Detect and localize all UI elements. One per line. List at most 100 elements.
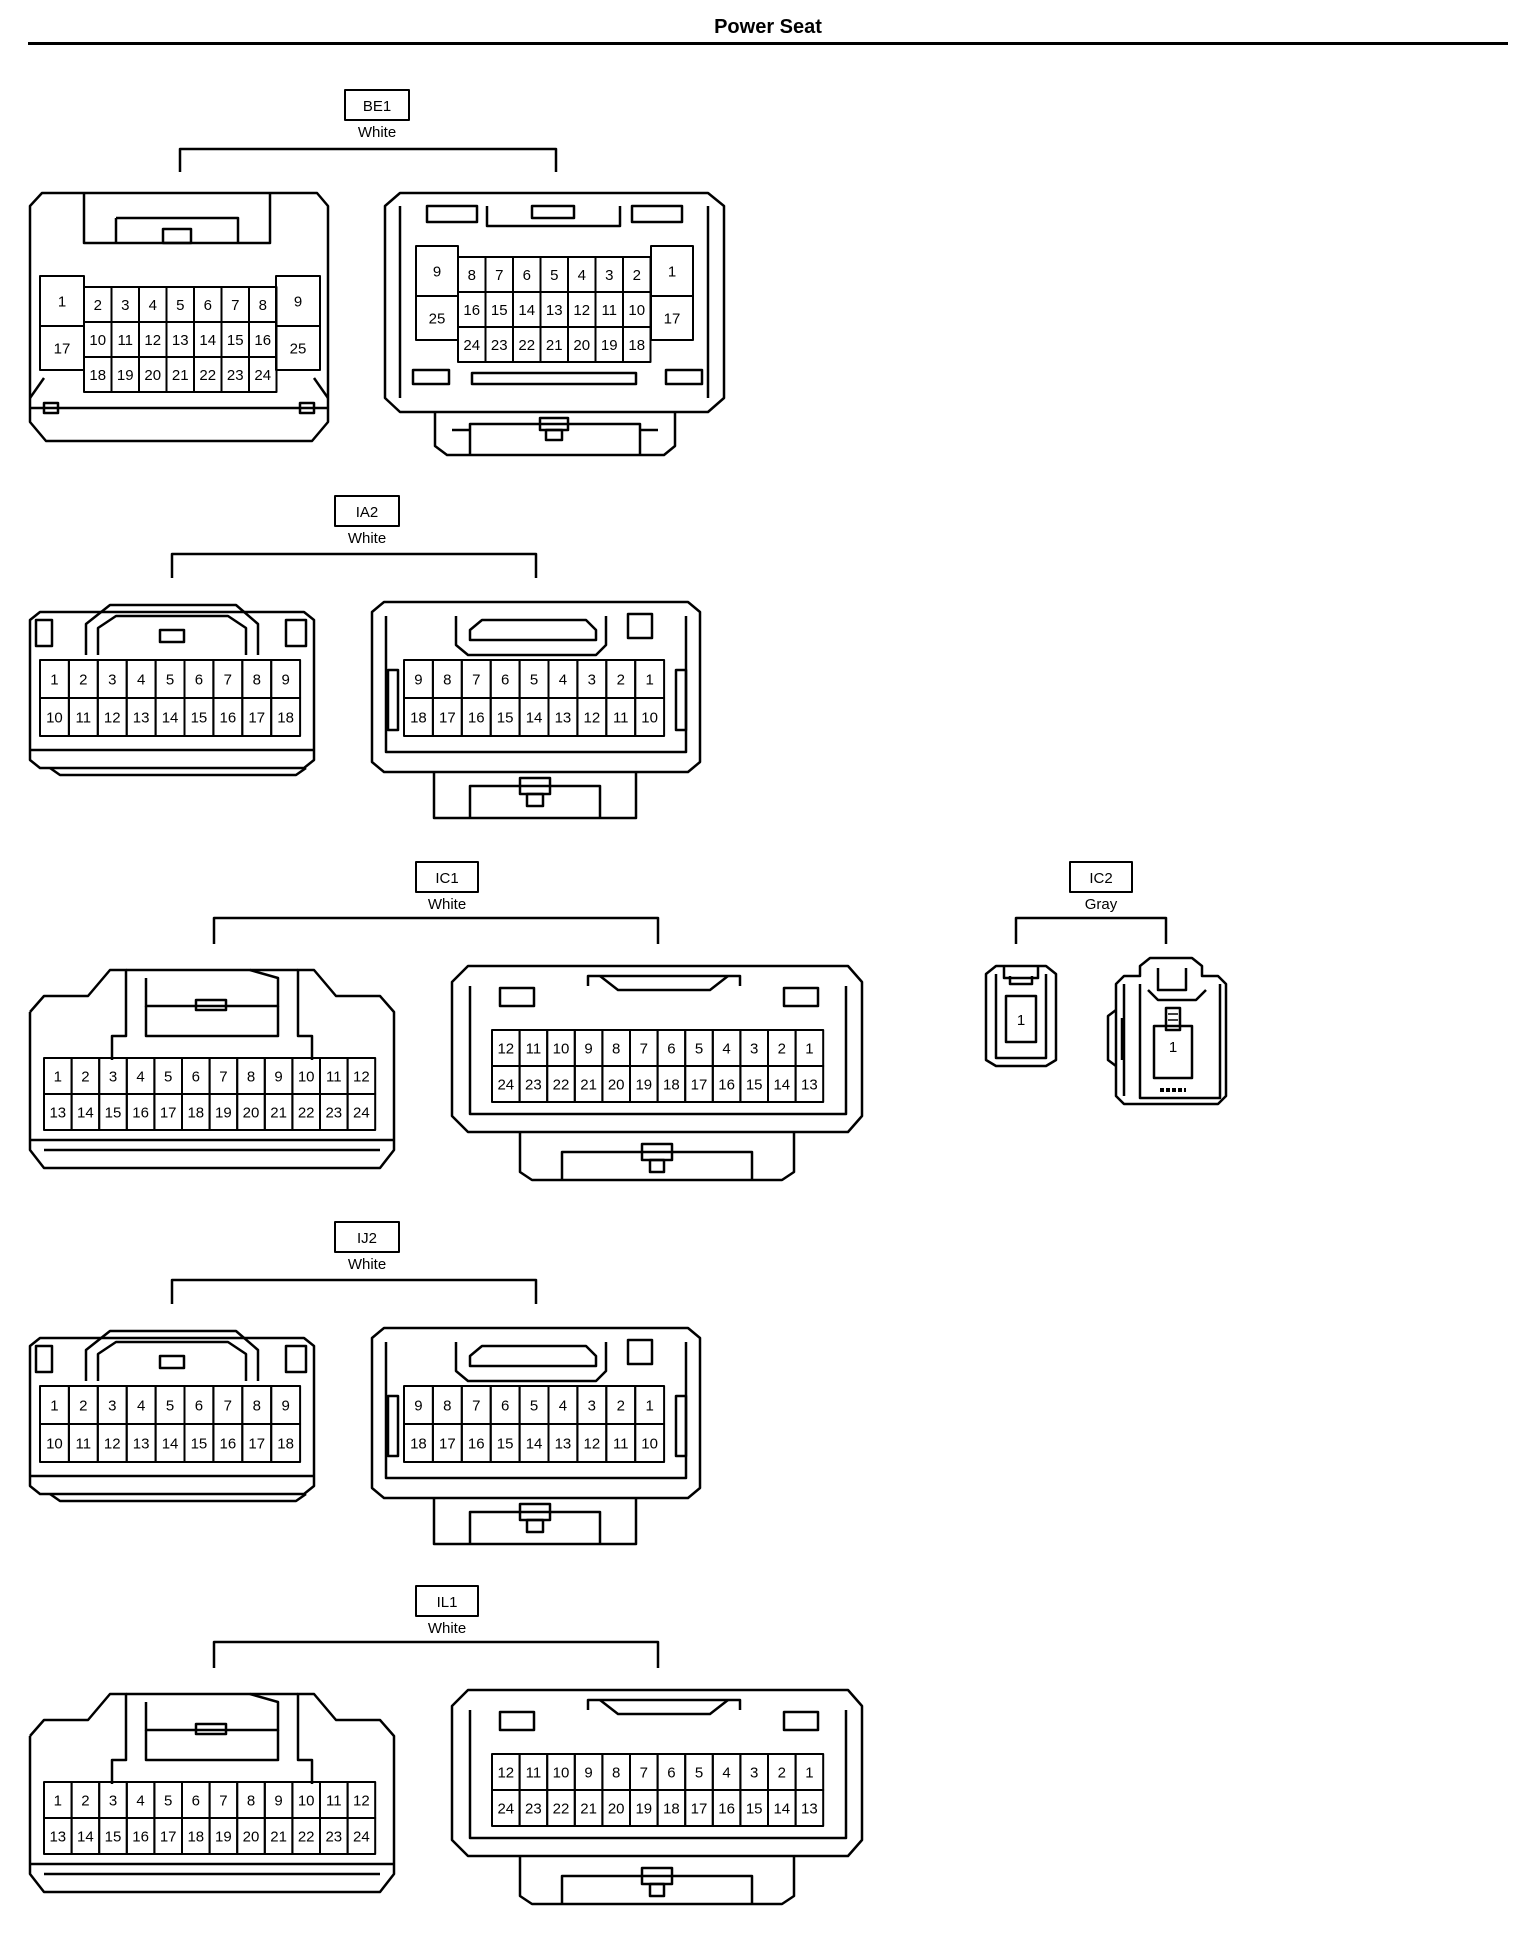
- connector-code: BE1: [363, 98, 391, 115]
- connector-code: IC2: [1089, 870, 1112, 887]
- pin-label: 13: [49, 1828, 66, 1845]
- pin-label: 6: [667, 1040, 675, 1057]
- pin-label: 12: [353, 1068, 370, 1085]
- pin-label: 17: [439, 1435, 456, 1452]
- pin-label: 12: [497, 1764, 514, 1781]
- pin-label: 12: [353, 1792, 370, 1809]
- pin-label: 7: [472, 671, 480, 688]
- pin-label: 16: [132, 1828, 149, 1845]
- pin-label: 3: [109, 1068, 117, 1085]
- pin-label: 11: [76, 1435, 92, 1452]
- connector-code-box: [1069, 861, 1133, 893]
- pin-label: 16: [468, 709, 485, 726]
- pin-label: 18: [89, 367, 106, 384]
- pin-label: 8: [612, 1764, 620, 1781]
- pin-label: 1: [645, 671, 653, 688]
- pin-label: 8: [259, 297, 267, 314]
- connector-il1-left-housing: [28, 1692, 396, 1894]
- cavity: [275, 325, 321, 371]
- pin-label: 17: [664, 310, 681, 327]
- pin-label: 14: [162, 709, 179, 726]
- pin-label: 10: [628, 302, 645, 319]
- pin-label: 7: [231, 297, 239, 314]
- pin-label: 17: [691, 1076, 708, 1093]
- pin-label: 10: [553, 1764, 570, 1781]
- connector-code-box: [415, 1585, 479, 1617]
- pin-label: 15: [746, 1800, 763, 1817]
- cavity: [650, 295, 694, 341]
- connector-code-box: [334, 495, 400, 527]
- connector-code: IJ2: [357, 1230, 377, 1247]
- connector-ia2-right-housing: [370, 600, 702, 820]
- pin-label: 15: [491, 302, 508, 319]
- pin-label: 4: [136, 1792, 144, 1809]
- pin-label: 8: [468, 267, 476, 284]
- cavity: [794, 1065, 825, 1103]
- pin-label: 14: [77, 1104, 94, 1121]
- pin-label: 20: [144, 367, 161, 384]
- pin-label: 4: [136, 1068, 144, 1085]
- connector-il1-right-housing: [450, 1688, 864, 1906]
- pin-label: 11: [117, 332, 133, 349]
- pin-label: 24: [353, 1828, 370, 1845]
- pin-label: 12: [573, 302, 590, 319]
- connector-be1-right-housing: [383, 191, 726, 457]
- pin-label: 11: [526, 1040, 542, 1057]
- pin-label: 12: [144, 332, 161, 349]
- pin-label: 2: [633, 267, 641, 284]
- pin-label: 1: [50, 1397, 58, 1414]
- pin-label: 3: [588, 671, 596, 688]
- pin-label: 7: [224, 1397, 232, 1414]
- pin-label: 9: [433, 263, 441, 280]
- pin-label: 9: [414, 1397, 422, 1414]
- pin-label: 16: [220, 709, 237, 726]
- pin-label: 19: [601, 337, 618, 354]
- pin-label: 8: [612, 1040, 620, 1057]
- pin-label: 11: [76, 709, 92, 726]
- page-title: Power Seat: [714, 16, 822, 38]
- pin-label: 14: [526, 1435, 543, 1452]
- connector-ij2-left-housing: [28, 1329, 316, 1503]
- pin-label: 13: [555, 709, 572, 726]
- pin-label: 14: [773, 1800, 790, 1817]
- pin-label: 16: [468, 1435, 485, 1452]
- pin-label: 9: [274, 1068, 282, 1085]
- pin-label: 23: [227, 367, 244, 384]
- pin-label: 5: [695, 1040, 703, 1057]
- pin-label: 21: [270, 1828, 287, 1845]
- pin-label: 17: [248, 1435, 265, 1452]
- pin-label: 23: [491, 337, 508, 354]
- connector-color: White: [348, 1256, 386, 1273]
- pin-label: 6: [501, 671, 509, 688]
- connector-color: White: [348, 530, 386, 547]
- pin-label: 21: [270, 1104, 287, 1121]
- connector-color: White: [428, 896, 466, 913]
- pin-label: 8: [443, 671, 451, 688]
- pin-label: 6: [195, 671, 203, 688]
- pair-bracket: [170, 552, 538, 578]
- pin-label: 1: [54, 1792, 62, 1809]
- pin-label: 19: [635, 1800, 652, 1817]
- pin-label: 5: [176, 297, 184, 314]
- pin-label: 15: [746, 1076, 763, 1093]
- pin-label: 17: [160, 1104, 177, 1121]
- pair-bracket: [178, 147, 558, 172]
- pin-label: 6: [204, 297, 212, 314]
- pin-label: 20: [608, 1076, 625, 1093]
- pin-label: 21: [172, 367, 189, 384]
- pin-label: 13: [801, 1800, 818, 1817]
- pin-label: 4: [137, 1397, 145, 1414]
- connector-color: White: [428, 1620, 466, 1637]
- pin-label: 16: [463, 302, 480, 319]
- pin-label: 22: [298, 1104, 315, 1121]
- connector-ic2-left-housing: 1: [984, 964, 1058, 1068]
- pin-label: 17: [160, 1828, 177, 1845]
- connector-ic1-right-housing: [450, 964, 864, 1182]
